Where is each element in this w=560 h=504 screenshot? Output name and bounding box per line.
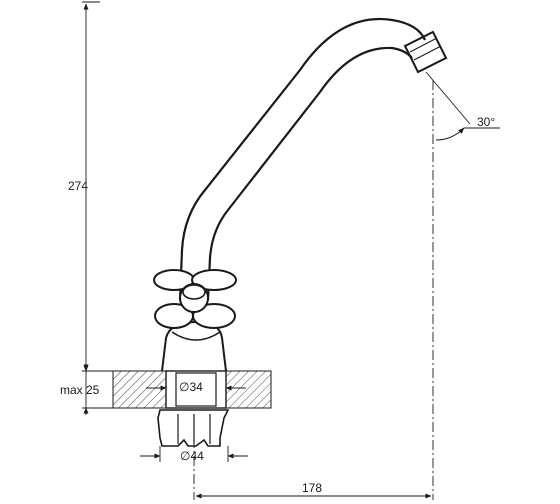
cross-handle bbox=[153, 269, 237, 329]
height-label: 274 bbox=[68, 179, 88, 193]
thickness-label: max 25 bbox=[60, 383, 100, 397]
base-diameter-label: ∅44 bbox=[180, 449, 204, 463]
thickness-dimension: max 25 bbox=[60, 364, 113, 415]
spout bbox=[178, 17, 448, 301]
reach-dimension: 178 bbox=[193, 80, 434, 500]
reach-label: 178 bbox=[302, 481, 322, 495]
faucet-body bbox=[161, 320, 227, 372]
spout-angle-dimension: 30° bbox=[425, 71, 500, 141]
lower-nut bbox=[157, 409, 230, 447]
height-dimension: 274 bbox=[68, 1, 113, 372]
spout-angle-label: 30° bbox=[477, 115, 495, 129]
hole-diameter-dimension: ∅34 bbox=[146, 378, 246, 394]
base-diameter-dimension: ∅44 bbox=[140, 446, 248, 463]
hole-diameter-label: ∅34 bbox=[179, 380, 203, 394]
